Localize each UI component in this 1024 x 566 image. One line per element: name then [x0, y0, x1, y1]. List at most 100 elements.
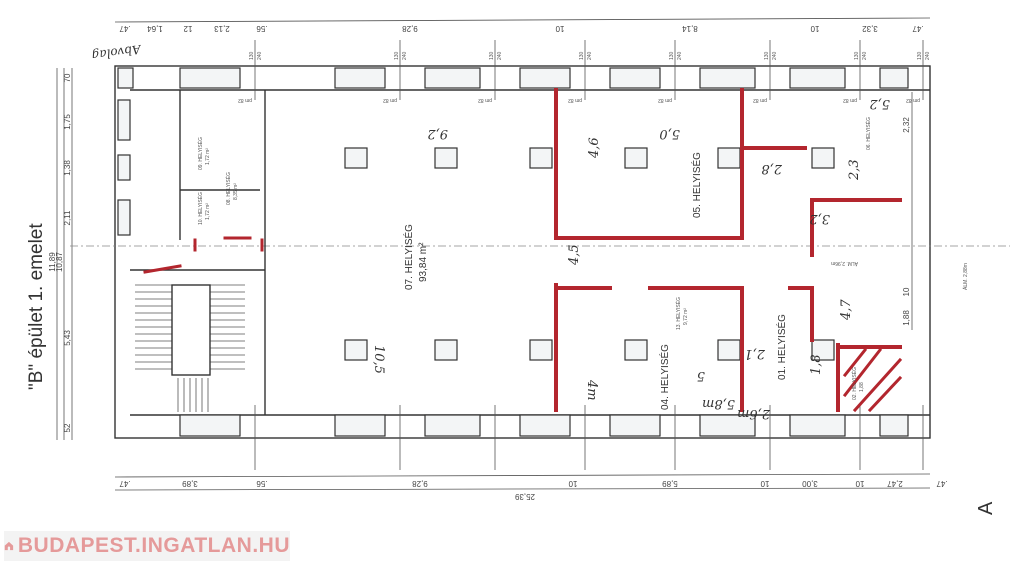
parapet-label: pm 82 [906, 97, 920, 103]
window-height-label: 130 [669, 51, 675, 60]
window [609, 414, 661, 437]
window [609, 67, 661, 89]
window-height-label: 130 [854, 51, 860, 60]
window-width-label: 240 [587, 51, 593, 60]
window-width-label: 240 [925, 51, 931, 60]
room-08-area: 8,35 m² [233, 183, 239, 200]
column [434, 339, 458, 361]
handwritten-measurement: 5,8m [702, 396, 735, 411]
top-dimension: .56 [256, 24, 268, 33]
window [334, 67, 386, 89]
handwritten-measurement: 10,5 [371, 345, 386, 374]
bottom-dimension: 10 [760, 479, 769, 488]
left-dimension: 1,38 [63, 160, 72, 176]
room-02-label: 02. HELYISÉG [851, 367, 858, 400]
ceiling-height-1: ÁLM. 2,96m [831, 260, 858, 267]
top-dimension: 2,13 [214, 24, 230, 33]
parapet-label: pm 82 [383, 97, 397, 103]
window-width-label: 240 [257, 51, 263, 60]
window [519, 414, 571, 437]
window [117, 67, 134, 89]
handwritten-measurement: 5,0 [659, 126, 680, 141]
house-icon [4, 541, 14, 551]
parapet-label: pm 82 [843, 97, 857, 103]
column [717, 339, 741, 361]
window [879, 67, 909, 89]
left-total: 10,87 [55, 251, 64, 272]
handwritten-measurement: 4,5 [567, 244, 582, 266]
parapet-label: pm 82 [478, 97, 492, 103]
room-07-area: 93,84 m² [418, 242, 429, 282]
left-dimension: 70 [63, 73, 72, 82]
window-height-label: 130 [489, 51, 495, 60]
top-dimension: .47 [912, 24, 924, 33]
parapet-label: pm 82 [238, 97, 252, 103]
top-dimension: 9,28 [402, 24, 418, 33]
handwritten-measurement: 1,8 [809, 354, 824, 375]
window [699, 67, 756, 89]
handwritten-measurement: 9,2 [427, 126, 448, 141]
section-marker: A [975, 501, 997, 515]
window-width-label: 240 [497, 51, 503, 60]
top-dimension: 10 [810, 24, 819, 33]
watermark-logo: BUDAPEST.INGATLAN.HU [4, 531, 290, 561]
room-09-area: 1,72 m² [205, 148, 211, 165]
bottom-dimension: .56 [256, 479, 268, 488]
window [179, 67, 241, 89]
top-dimension: 1,64 [147, 24, 163, 33]
bottom-total: 25,39 [514, 492, 535, 501]
room-05-label: 05. HELYISÉG [690, 152, 703, 218]
window [117, 199, 131, 236]
column [344, 339, 368, 361]
floor-title: "B" épület 1. emelet [26, 223, 47, 390]
window [117, 99, 131, 141]
left-dimension: 1,75 [63, 114, 72, 130]
column [624, 147, 648, 169]
window-height-label: 130 [579, 51, 585, 60]
window-height-label: 130 [917, 51, 923, 60]
top-dimension: 3,32 [862, 24, 878, 33]
left-total: 11,89 [48, 252, 57, 272]
bottom-dimension: 10 [855, 479, 864, 488]
bottom-dimension: 9,28 [412, 479, 428, 488]
right-dimension: 2,32 [902, 117, 911, 133]
room-01-label: 01. HELYISÉG [775, 314, 788, 380]
left-dimension: 2,11 [63, 210, 72, 226]
handwritten-measurement: 5,2 [869, 96, 890, 111]
column [344, 147, 368, 169]
left-dimension: 52 [63, 423, 72, 432]
parapet-label: pm 82 [568, 97, 582, 103]
column [529, 147, 553, 169]
window [789, 414, 846, 437]
room-04-label: 04. HELYISÉG [658, 344, 671, 410]
room-08-label: 08. HELYISÉG [225, 172, 232, 205]
handwritten-measurement: 4,7 [839, 299, 854, 321]
bottom-dimension: 3,00 [802, 479, 818, 488]
top-dimension: .47 [119, 24, 131, 33]
parapet-label: pm 82 [753, 97, 767, 103]
window-width-label: 240 [862, 51, 868, 60]
window [117, 154, 131, 181]
window [424, 414, 481, 437]
watermark-text: BUDAPEST.INGATLAN.HU [17, 534, 290, 557]
top-dimension: 12 [183, 24, 192, 33]
handwritten-measurement: 2,1 [744, 346, 766, 361]
top-dimension: 8,14 [682, 24, 698, 33]
handwritten-measurement: 4m [584, 379, 599, 401]
handwritten-measurement: 2,8 [761, 161, 783, 176]
window-width-label: 240 [677, 51, 683, 60]
handwritten-measurement: 4,6 [587, 137, 602, 159]
bottom-dimension: .47 [936, 479, 948, 488]
room-06-label: 06. HELYISÉG [865, 117, 872, 150]
room-07-label: 07. HELYISÉG [402, 224, 415, 290]
window [334, 414, 386, 437]
right-dimension: 10 [902, 287, 911, 296]
column [811, 147, 835, 169]
room-13-area: 9,72 m² [683, 308, 689, 325]
column [811, 339, 835, 361]
